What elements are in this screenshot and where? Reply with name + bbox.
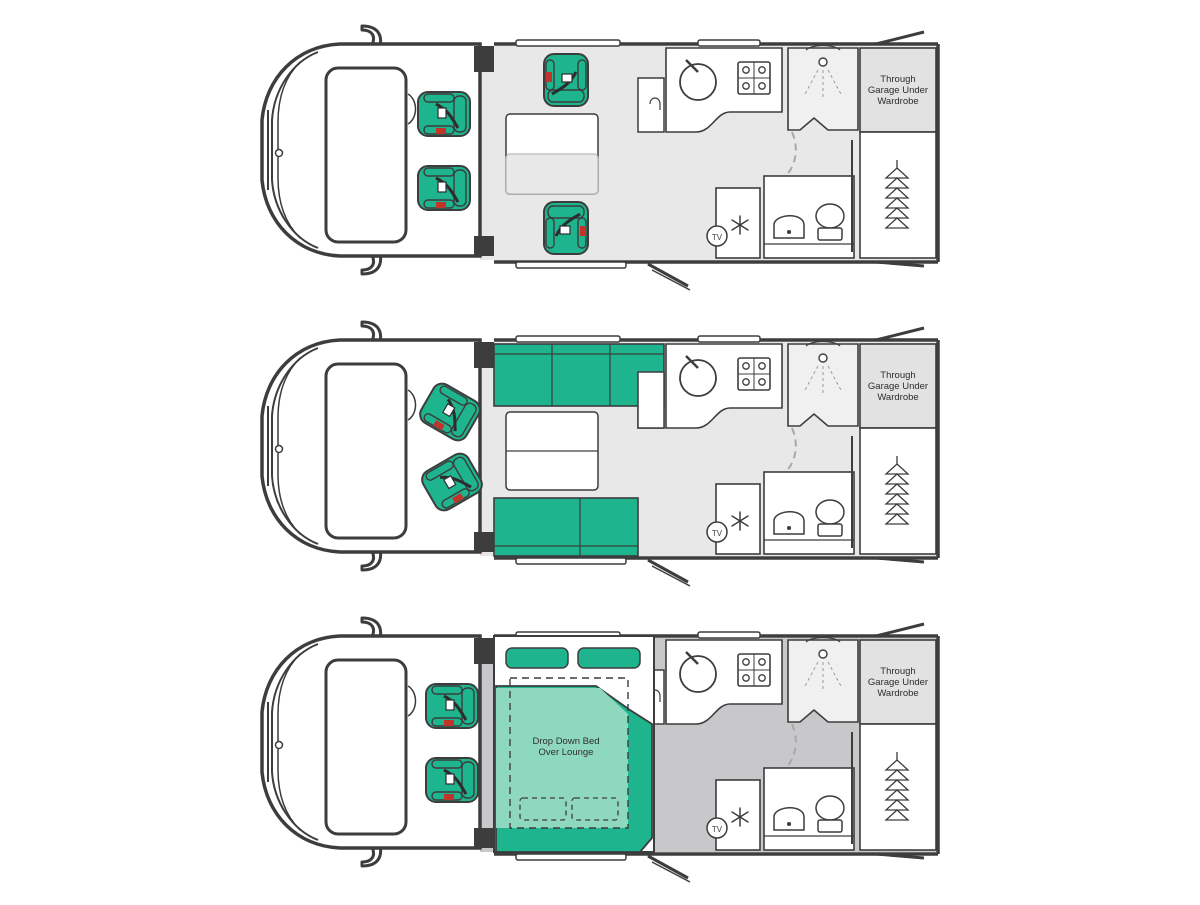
travel-seat-lower bbox=[542, 200, 590, 256]
lounge-sofa-lower bbox=[493, 497, 639, 557]
garage-label: Through Garage Under Wardrobe bbox=[868, 74, 928, 107]
svg-text:Through: Through bbox=[880, 666, 915, 677]
bed-label: Drop Down Bed Over Lounge bbox=[532, 736, 599, 758]
pillow-left bbox=[505, 647, 569, 669]
svg-text:Garage Under: Garage Under bbox=[868, 381, 928, 392]
layout-lounge: TV Through Garage Under Wardrobe bbox=[260, 320, 940, 588]
svg-text:Wardrobe: Wardrobe bbox=[877, 688, 918, 699]
garage-label: Through Garage Under Wardrobe bbox=[868, 370, 928, 403]
tv-label: TV bbox=[712, 529, 723, 538]
tv-label: TV bbox=[712, 825, 723, 834]
pillow-right bbox=[577, 647, 641, 669]
svg-text:Garage Under: Garage Under bbox=[868, 85, 928, 96]
cab-seat-passenger bbox=[416, 164, 472, 212]
cab-seat-driver bbox=[416, 90, 472, 138]
svg-text:Through: Through bbox=[880, 370, 915, 381]
garage-label: Through Garage Under Wardrobe bbox=[868, 666, 928, 699]
svg-text:Wardrobe: Wardrobe bbox=[877, 96, 918, 107]
cab-seat-driver bbox=[424, 682, 480, 730]
svg-text:Wardrobe: Wardrobe bbox=[877, 392, 918, 403]
travel-seat-upper bbox=[542, 52, 590, 108]
layout-dining: TV Through Garage Under Wardrobe bbox=[260, 24, 940, 292]
cab-seat-passenger bbox=[424, 756, 480, 804]
tv-label: TV bbox=[712, 233, 723, 242]
layout-bed: TV Drop Down Bed Over Lounge Through Gar… bbox=[260, 616, 940, 884]
svg-text:Garage Under: Garage Under bbox=[868, 677, 928, 688]
svg-text:Drop Down Bed: Drop Down Bed bbox=[532, 736, 599, 747]
svg-text:Through: Through bbox=[880, 74, 915, 85]
svg-text:Over Lounge: Over Lounge bbox=[539, 747, 594, 758]
